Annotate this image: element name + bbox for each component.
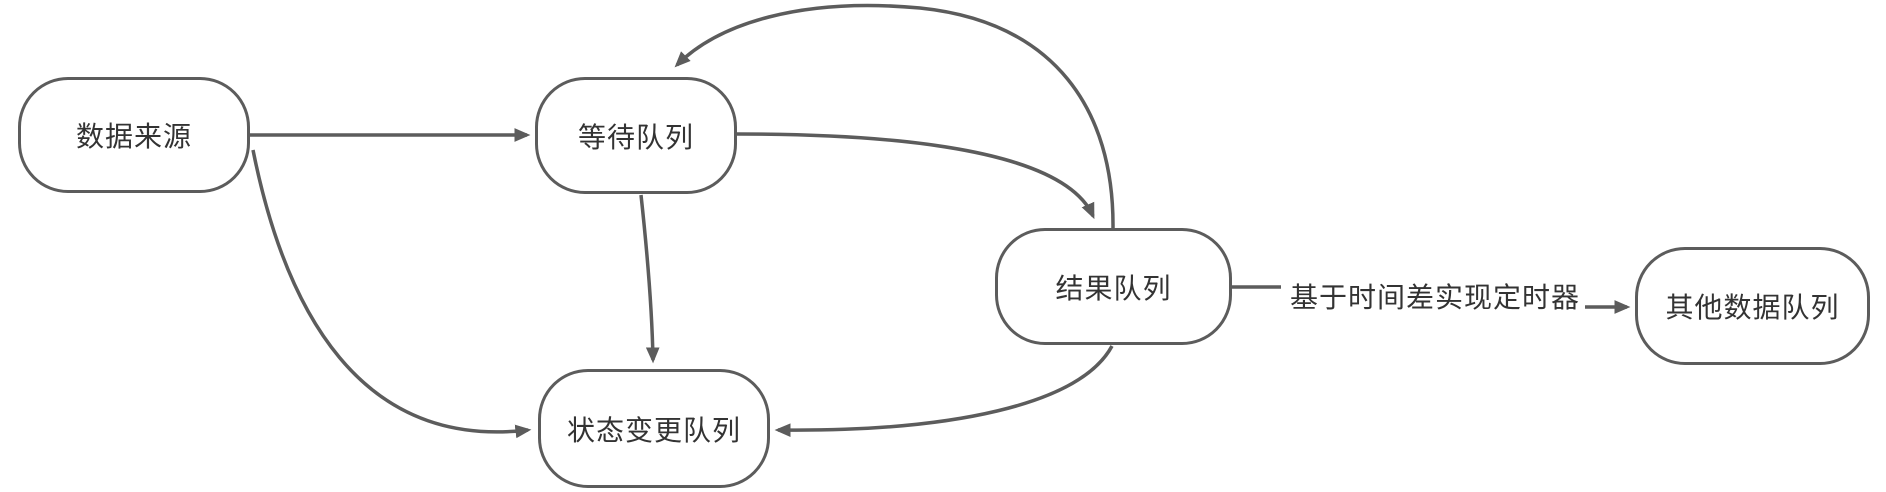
node-other-data-queue-label: 其他数据队列 xyxy=(1665,292,1840,323)
node-data-source-label: 数据来源 xyxy=(75,121,192,152)
edge-waiting-queue-to-status-change-queue xyxy=(639,194,660,364)
edge-waiting-queue-to-result-queue xyxy=(736,132,1095,220)
edge-result-queue-to-waiting-queue xyxy=(674,3,1115,229)
edge-data-source-to-status-change-queue xyxy=(251,149,532,439)
edge-label-timer: 基于时间差实现定时器 xyxy=(1289,282,1580,313)
node-waiting-queue: 等待队列 xyxy=(535,77,737,194)
node-data-source: 数据来源 xyxy=(18,77,250,193)
node-result-queue-label: 结果队列 xyxy=(1055,272,1172,304)
node-other-data-queue: 其他数据队列 xyxy=(1635,247,1870,365)
edge-result-queue-to-status-change-queue xyxy=(774,345,1114,438)
node-waiting-queue-label: 等待队列 xyxy=(577,121,694,153)
node-status-change-queue: 状态变更队列 xyxy=(538,369,770,488)
node-result-queue: 结果队列 xyxy=(995,228,1232,345)
node-status-change-queue-label: 状态变更队列 xyxy=(566,414,741,446)
